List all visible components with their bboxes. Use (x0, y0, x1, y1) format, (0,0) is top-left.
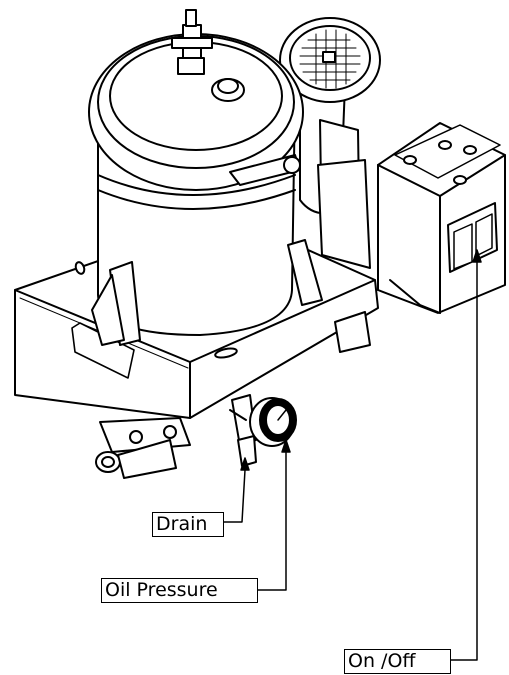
oil-pressure-arrowhead (281, 439, 291, 453)
oil-pressure-leader (257, 451, 287, 591)
drain-valve (229, 394, 257, 467)
filter-tank (88, 9, 304, 336)
pump-fittings (95, 311, 371, 479)
on-off-arrowhead (472, 249, 482, 263)
motor (279, 17, 381, 269)
drain-callout-label: Drain (152, 512, 224, 537)
drain-arrowhead (240, 457, 250, 471)
control-box (377, 122, 506, 314)
leader-lines (223, 249, 482, 661)
drain-leader (223, 469, 246, 523)
oil-pressure-callout-label: Oil Pressure (101, 578, 258, 603)
on-off-callout-label: On /Off (344, 649, 451, 674)
on-off-leader (450, 261, 478, 661)
tank-brackets (91, 239, 323, 346)
oil-pressure-gauge (249, 397, 297, 447)
